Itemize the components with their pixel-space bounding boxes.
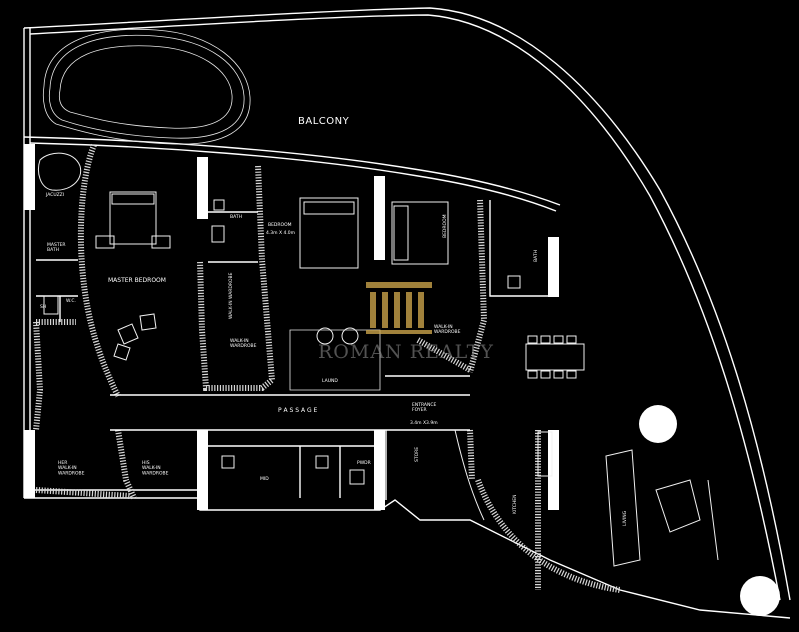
jacuzzi-label: JACUZZI: [45, 192, 64, 198]
bath-right-label: BATH: [533, 250, 539, 262]
temple-columns-icon: [366, 282, 432, 334]
bedroom-center-dims: 4.3m X 4.0m: [266, 230, 295, 236]
wc-label: W.C.: [66, 298, 76, 304]
furniture: JACUZZI: [38, 152, 719, 567]
pwdr-label: PWDR: [357, 460, 371, 466]
bath-left-label: BATH: [230, 214, 242, 220]
master-bedroom-label: MASTER BEDROOM: [108, 277, 166, 284]
interior-walls: [33, 143, 621, 593]
bedroom-right-label: BEDROOM: [442, 214, 448, 238]
balcony-area: BALCONY: [23, 29, 561, 212]
planters: [639, 405, 780, 616]
passage-label: P A S S A G E: [278, 407, 318, 414]
bedroom-center-label: BEDROOM: [268, 222, 292, 228]
watermark-text: ROMAN REALTY: [318, 341, 494, 363]
kitchen-label: KITCHEN: [512, 495, 518, 515]
master-wardrobe-label: WALK-IN WARDROBE: [228, 272, 234, 319]
maid-label: MID: [260, 476, 269, 482]
balcony-label: BALCONY: [298, 116, 350, 127]
watermark: ROMAN REALTY: [318, 282, 494, 363]
window-pillars: [24, 144, 559, 510]
laund-label: LAUND: [322, 378, 338, 384]
entrance-foyer-dims: 3.4m X3.9m: [410, 420, 438, 426]
store-label: STORE: [414, 447, 420, 462]
sh-label: SH: [40, 304, 46, 310]
living-label: LIVING: [622, 510, 628, 526]
